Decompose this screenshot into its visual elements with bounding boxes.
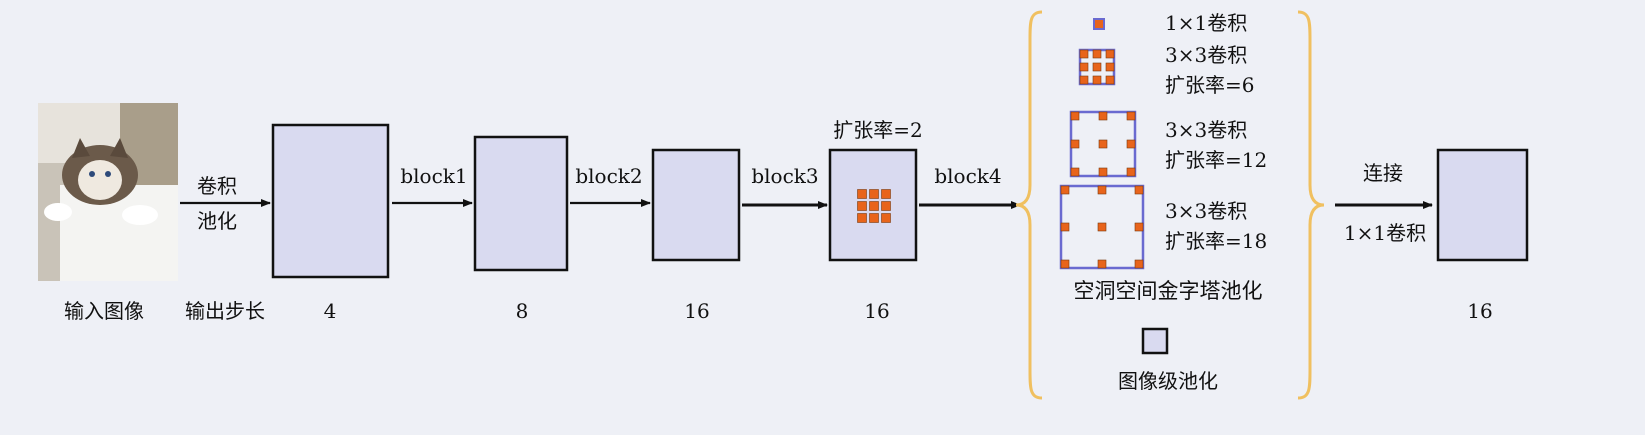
kernel-cell	[1092, 49, 1102, 59]
concat-label: 连接	[1363, 161, 1403, 185]
feature-block-1	[271, 123, 390, 279]
kernel-cell	[857, 213, 867, 223]
kernel-cell	[1134, 222, 1144, 232]
aspp-title: 空洞空间金字塔池化	[1074, 279, 1263, 303]
kernel-cell	[1060, 222, 1070, 232]
kernel-cell	[1092, 62, 1102, 72]
conv-pool-label-line1: 卷积	[197, 174, 237, 198]
aspp-kernel-rate18	[1059, 184, 1145, 270]
kernel-cell	[869, 201, 879, 211]
block1-label: block1	[400, 164, 467, 188]
aspp-branch-3-line2: 扩张率=12	[1165, 148, 1267, 172]
image-pool-label: 图像级池化	[1118, 369, 1218, 393]
input-image	[38, 103, 178, 281]
aspp-branch-1-label: 1×1卷积	[1165, 11, 1247, 35]
block3-label: block3	[751, 164, 818, 188]
kernel-cell	[869, 213, 879, 223]
block4-label: block4	[934, 164, 1001, 188]
aspp-kernel-rate12	[1069, 110, 1137, 178]
stride-value-5: 16	[1467, 299, 1492, 323]
kernel-cell	[1126, 111, 1136, 121]
kernel-cell	[1098, 111, 1108, 121]
kernel-cell	[1097, 185, 1107, 195]
kernel-cell	[1079, 49, 1089, 59]
kernel-cell	[1134, 185, 1144, 195]
kernel-cell	[1060, 185, 1070, 195]
kernel-cell	[1098, 139, 1108, 149]
kernel-cell	[1098, 167, 1108, 177]
dilated-kernel-grid	[857, 189, 891, 223]
kernel-cell	[1134, 259, 1144, 269]
kernel-cell	[857, 189, 867, 199]
stride-value-1: 4	[324, 299, 337, 323]
input-label: 输入图像	[64, 299, 144, 323]
kernel-cell	[1105, 62, 1115, 72]
kernel-cell	[1105, 75, 1115, 85]
right-brace	[1297, 10, 1325, 400]
aspp-branch-2-line2: 扩张率=6	[1165, 73, 1254, 97]
aspp-kernel-rate6	[1078, 48, 1116, 86]
feature-block-2	[473, 135, 569, 272]
kernel-cell	[1070, 139, 1080, 149]
kernel-cell	[1070, 111, 1080, 121]
aspp-branch-2-line1: 3×3卷积	[1165, 43, 1247, 67]
aspp-kernel-1x1	[1093, 18, 1105, 30]
concat-conv-label: 1×1卷积	[1344, 221, 1426, 245]
kernel-cell	[1079, 75, 1089, 85]
kernel-cell	[1097, 259, 1107, 269]
kernel-cell	[1126, 139, 1136, 149]
aspp-branch-4-line1: 3×3卷积	[1165, 199, 1247, 223]
kernel-cell	[869, 189, 879, 199]
output-block	[1436, 148, 1529, 262]
aspp-branch-3-line1: 3×3卷积	[1165, 118, 1247, 142]
kernel-cell	[1126, 167, 1136, 177]
kernel-cell	[857, 201, 867, 211]
kernel-cell	[1105, 49, 1115, 59]
image-pool-box	[1141, 327, 1169, 355]
stride-row-label: 输出步长	[185, 299, 265, 323]
kernel-cell	[881, 213, 891, 223]
kernel-cell	[1097, 222, 1107, 232]
stride-value-3: 16	[684, 299, 709, 323]
stride-value-2: 8	[516, 299, 529, 323]
left-brace	[1015, 10, 1043, 400]
kernel-cell	[1060, 259, 1070, 269]
dilation-rate-label: 扩张率=2	[833, 118, 922, 142]
kernel-cell	[881, 189, 891, 199]
conv-pool-label-line2: 池化	[197, 209, 237, 233]
feature-block-3	[651, 148, 741, 262]
kernel-cell	[1070, 167, 1080, 177]
kernel-cell	[881, 201, 891, 211]
kernel-cell	[1092, 75, 1102, 85]
stride-value-4: 16	[864, 299, 889, 323]
kernel-cell	[1079, 62, 1089, 72]
block2-label: block2	[575, 164, 642, 188]
aspp-branch-4-line2: 扩张率=18	[1165, 229, 1267, 253]
